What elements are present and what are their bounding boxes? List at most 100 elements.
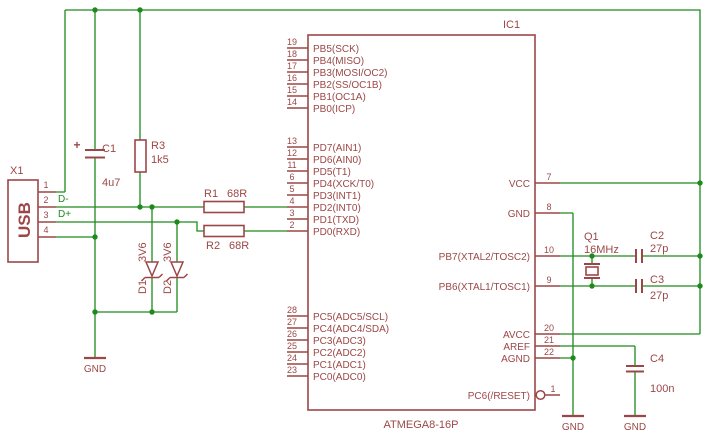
pin-number: 13 (287, 136, 297, 146)
pin-number: 25 (287, 341, 297, 351)
ic-atmega8: IC1 ATMEGA8-16P 19 18 17 16 15 14 13 12 … (287, 19, 560, 431)
pin-name: PB6(XTAL1/TOSC1) (439, 282, 530, 293)
ic-part-number: ATMEGA8-16P (384, 419, 459, 431)
part-value: 3V6 (162, 242, 174, 262)
pin-name: PD6(AIN0) (313, 155, 361, 166)
pin-number: 3 (43, 210, 48, 220)
ic-ref-label: IC1 (503, 19, 520, 31)
pin-number: 16 (287, 73, 297, 83)
pin-number: 27 (287, 317, 297, 327)
part-ref: D2 (162, 280, 174, 294)
pin-number: 3 (289, 208, 294, 218)
part-value: 16MHz (584, 244, 619, 256)
part-ref: R2 (206, 240, 220, 252)
part-ref: C3 (650, 274, 664, 286)
ground-label: GND (624, 422, 646, 433)
pin-name: PC3(ADC3) (313, 336, 366, 347)
part-ref: D1 (137, 280, 149, 294)
pin-name: PC4(ADC4/SDA) (313, 324, 389, 335)
pin-number: 18 (287, 49, 297, 59)
part-value: 27p (650, 243, 668, 255)
polarity-plus-mark: + (73, 138, 80, 152)
usb-port-label: USB (15, 202, 34, 238)
pin-number: 15 (287, 85, 297, 95)
pin-number: 2 (289, 220, 294, 230)
pin-name: PD0(RXD) (313, 227, 360, 238)
pin-name: PB2(SS/OC1B) (313, 80, 382, 91)
ground-symbol-digital: GND (562, 414, 584, 433)
pin-number: 8 (546, 202, 551, 212)
pin-name: PB0(ICP) (313, 104, 355, 115)
pin-name: PC0(ADC0) (313, 372, 366, 383)
pin-number: 7 (546, 172, 551, 182)
pin-number: 9 (546, 275, 551, 285)
ground-label: GND (562, 422, 584, 433)
pin-number: 4 (43, 225, 48, 235)
capacitor-plates (85, 149, 105, 159)
pin-number: 28 (287, 305, 297, 315)
pin-name: PD2(INT0) (313, 203, 361, 214)
pin-name: PC6(/RESET) (468, 391, 530, 402)
pin-number: 24 (287, 353, 297, 363)
pin-name: AGND (501, 354, 530, 365)
net-wires (56, 9, 701, 416)
ic-left-pin-stubs (287, 47, 308, 377)
crystal-body (585, 266, 599, 276)
ground-symbol-analog: GND (624, 414, 646, 433)
pin-number: 22 (544, 347, 554, 357)
pin-number: 17 (287, 61, 297, 71)
pin-name: PD7(AIN1) (313, 143, 361, 154)
pin-number: 11 (287, 160, 296, 170)
resistor-body (134, 139, 147, 173)
capacitor-plates (635, 249, 643, 263)
resistor-r1: R1 68R (203, 188, 247, 214)
zener-diode-d2: 3V6 D2 (162, 242, 189, 294)
pin-name: GND (508, 209, 530, 220)
pin-name: PD3(INT1) (313, 191, 361, 202)
pin-name: AVCC (503, 330, 530, 341)
ground-label: GND (84, 364, 106, 375)
pin-number: 19 (287, 37, 297, 47)
pin-name: PC2(ADC2) (313, 348, 366, 359)
reset-inversion-bubble (535, 389, 546, 401)
zener-cathode-bar (140, 273, 164, 282)
ground-symbol-left: GND (84, 356, 106, 375)
diode-triangle (144, 261, 160, 278)
part-ref: R1 (204, 188, 218, 200)
pin-name: PD4(XCK/T0) (313, 179, 374, 190)
pin-name: PB7(XTAL2/TOSC2) (439, 252, 530, 263)
pin-name: PC1(ADC1) (313, 360, 366, 371)
diode-triangle (169, 261, 185, 278)
pin-name: PD5(T1) (313, 167, 351, 178)
pin-number: 6 (289, 172, 294, 182)
part-value: 100n (650, 383, 674, 395)
capacitor-plates (626, 365, 644, 373)
usb-ref-label: X1 (10, 165, 23, 177)
capacitor-c4: C4 100n (626, 353, 674, 395)
pin-name: PB1(OC1A) (313, 92, 366, 103)
pin-name: PB5(SCK) (313, 44, 359, 55)
pin-number: 1 (550, 384, 555, 394)
net-label-dplus: D+ (58, 209, 71, 220)
pin-number: 20 (544, 323, 554, 333)
pin-name: PD1(TXD) (313, 215, 359, 226)
zener-cathode-bar (165, 273, 189, 282)
junction-dots (92, 7, 703, 361)
pin-number: 23 (287, 365, 297, 375)
capacitor-plates (635, 279, 643, 293)
part-ref: C1 (102, 143, 116, 155)
resistor-body (203, 224, 245, 238)
pin-number: 12 (287, 148, 297, 158)
pin-name: AREF (503, 342, 530, 353)
crystal-plates (584, 263, 600, 279)
zener-diode-d1: 3V6 D1 (137, 242, 164, 294)
part-ref: C2 (650, 230, 664, 242)
capacitor-c2: C2 27p (635, 230, 668, 263)
pin-number: 2 (43, 195, 48, 205)
pin-name: PC5(ADC5/SCL) (313, 312, 388, 323)
resistor-body (203, 200, 245, 214)
ic-right-pin-stubs (535, 182, 560, 396)
part-value: 4u7 (102, 177, 120, 189)
part-ref: Q1 (584, 231, 599, 243)
